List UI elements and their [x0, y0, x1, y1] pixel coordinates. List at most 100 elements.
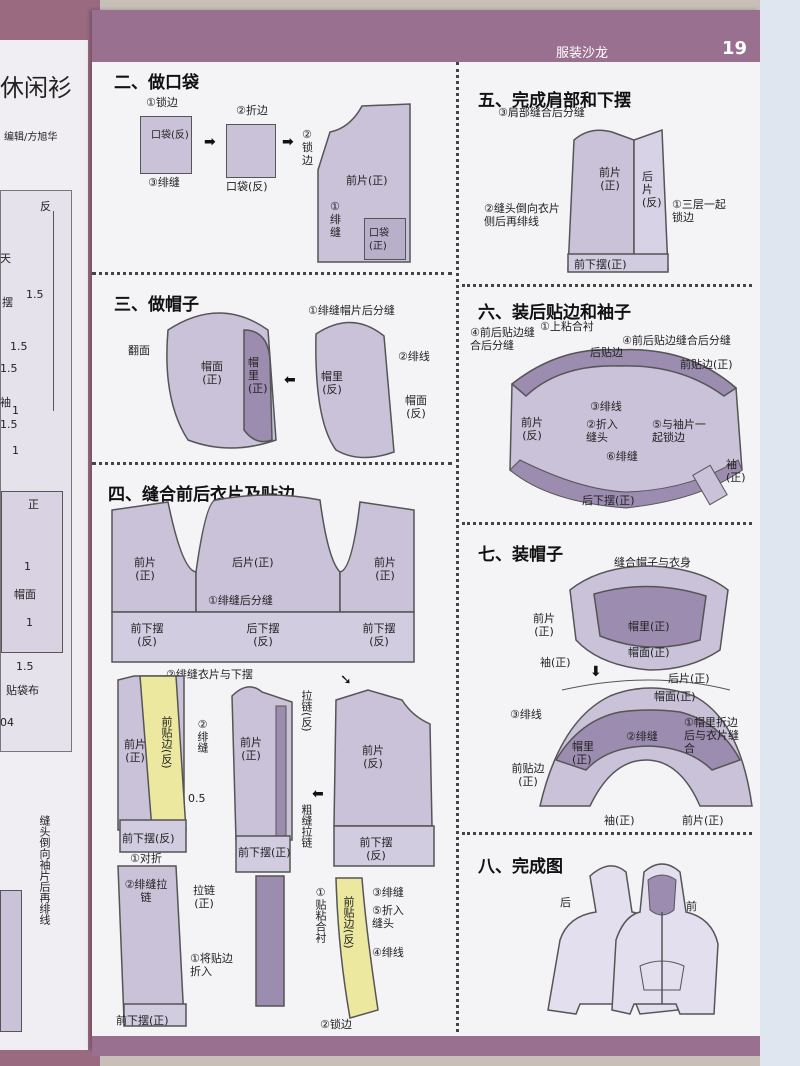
pocket-attached: 口袋(正)	[364, 218, 406, 260]
piece-label: 帽面(正)	[201, 360, 223, 386]
piece-label: 前片(正)	[599, 166, 621, 192]
piece-label: 前片(正)	[346, 174, 388, 187]
step-label: ②锁边	[320, 1018, 352, 1031]
step-label: ②绯缝衣片与下摆	[166, 668, 253, 681]
arrow-icon: ⬅	[312, 786, 324, 802]
step-label: ①上粘合衬	[540, 320, 594, 333]
section-divider	[462, 832, 752, 835]
step-label: ②锁边	[302, 128, 313, 167]
left-label: 反	[40, 200, 51, 213]
step-label: ③绯线	[590, 400, 622, 413]
piece-label: 帽里(反)	[321, 370, 343, 396]
piece-label: 前片(正)	[124, 738, 146, 764]
section-divider	[92, 272, 452, 275]
step-label: 翻面	[128, 344, 150, 357]
left-label: 正	[28, 498, 39, 511]
measure-label: 0.5	[188, 792, 206, 805]
step-label: ③绯缝	[372, 886, 404, 899]
page-footer-bar	[92, 1036, 760, 1056]
step-label: ②绯线	[398, 350, 430, 363]
view-label: 前	[686, 900, 697, 913]
step-label: ①绯缝	[330, 200, 341, 239]
step-label: ①对折	[130, 852, 162, 865]
magazine-name: 服装沙龙	[556, 46, 609, 61]
section-title: 二、做口袋	[114, 73, 199, 93]
piece-label: 帽里(正)	[628, 620, 670, 633]
page-number: 19	[722, 38, 748, 59]
step-label: ③绯线	[510, 708, 542, 721]
piece-label: 后贴边	[590, 346, 623, 359]
piece-label: 后下摆(正)	[582, 494, 635, 507]
step-label: ②绯缝	[196, 718, 209, 753]
left-label: 1.5	[26, 288, 44, 301]
pocket-label: 口袋(反)	[226, 180, 268, 193]
arrow-icon: ➡	[204, 134, 216, 150]
step-label: ②绯缝拉链	[124, 878, 168, 904]
piece-label: 袖(正)	[540, 656, 571, 669]
piece-label: 帽面(正)	[628, 646, 670, 659]
left-page-title: 休闲衫	[0, 74, 72, 102]
step-label: ⑤与袖片一起锁边	[652, 418, 706, 444]
step-label: ①帽里折边后与衣片缝合	[684, 716, 739, 755]
arrow-icon: ➘	[340, 672, 352, 688]
pocket-label: 口袋(正)	[369, 228, 389, 252]
arrow-icon: ➡	[282, 134, 294, 150]
piece-label: 后下摆(反)	[246, 622, 280, 648]
section-title: 五、完成肩部和下摆	[478, 91, 631, 111]
left-note: 缝头倒向袖片后再绯线	[38, 815, 51, 925]
piece-label: 前片(反)	[362, 744, 384, 770]
step-label: ①将贴边折入	[190, 952, 233, 978]
section-title: 三、做帽子	[114, 295, 199, 315]
step-label: ①三层一起锁边	[672, 198, 726, 224]
piece-label: 前下摆(反)	[130, 622, 164, 648]
left-label: 1	[24, 560, 31, 573]
pocket-piece: 口袋(反)	[140, 116, 192, 174]
piece-label: 前片(正)	[240, 736, 262, 762]
left-label: 帽面	[14, 588, 36, 601]
piece-label: 前贴边(反)	[160, 716, 173, 769]
next-page-edge	[760, 0, 800, 1066]
piece-label: 前下摆(正)	[116, 1014, 169, 1027]
left-page: 休闲衫 编辑/方旭华 天 摆 1.5 1.5 1 1.5 袖 1.5 1 正 1…	[0, 40, 88, 1050]
left-label: 贴袋布	[6, 684, 39, 697]
piece-label: 前下摆(反)	[122, 832, 175, 845]
left-label: 袖	[0, 396, 11, 409]
left-label: 摆	[2, 296, 13, 309]
pocket-folded	[226, 124, 276, 178]
section-divider	[462, 522, 752, 525]
piece-label: 袖(正)	[726, 458, 746, 484]
piece-label: 帽里(正)	[572, 740, 594, 766]
piece-label: 袖(正)	[604, 814, 635, 827]
left-label: 1.5	[0, 362, 18, 375]
step-label: ①绯缝后分缝	[208, 594, 273, 607]
step-label: ①绯缝帽片后分缝	[308, 304, 395, 317]
left-label: 1	[12, 404, 19, 417]
piece-label: 前下摆(正)	[238, 846, 291, 859]
left-page-credit: 编辑/方旭华	[4, 132, 58, 143]
step-label: 粗缝拉链	[300, 804, 313, 848]
step-label: ⑤折入缝头	[372, 904, 404, 930]
left-label: 1.5	[10, 340, 28, 353]
left-label: 1	[26, 616, 33, 629]
piece-label: 拉链(正)	[193, 884, 215, 910]
section-title: 七、装帽子	[478, 545, 563, 565]
step-label: ④前后贴边缝合后分缝	[622, 334, 731, 347]
step-label: ②绯缝	[626, 730, 658, 743]
piece-label: 帽面(反)	[405, 394, 427, 420]
piece-label: 前下摆(正)	[574, 258, 627, 271]
piece-label: 拉链(反)	[300, 690, 313, 732]
column-divider	[456, 62, 459, 1032]
view-label: 后	[560, 896, 571, 909]
section-title: 八、完成图	[478, 857, 563, 877]
piece-label: 前片(正)	[374, 556, 396, 582]
piece-label: 前下摆(反)	[359, 836, 393, 862]
step-label: ②缝头倒向衣片侧后再绯线	[484, 202, 560, 228]
piece-label: 前下摆(反)	[362, 622, 396, 648]
piece-label: 后片(正)	[232, 556, 274, 569]
